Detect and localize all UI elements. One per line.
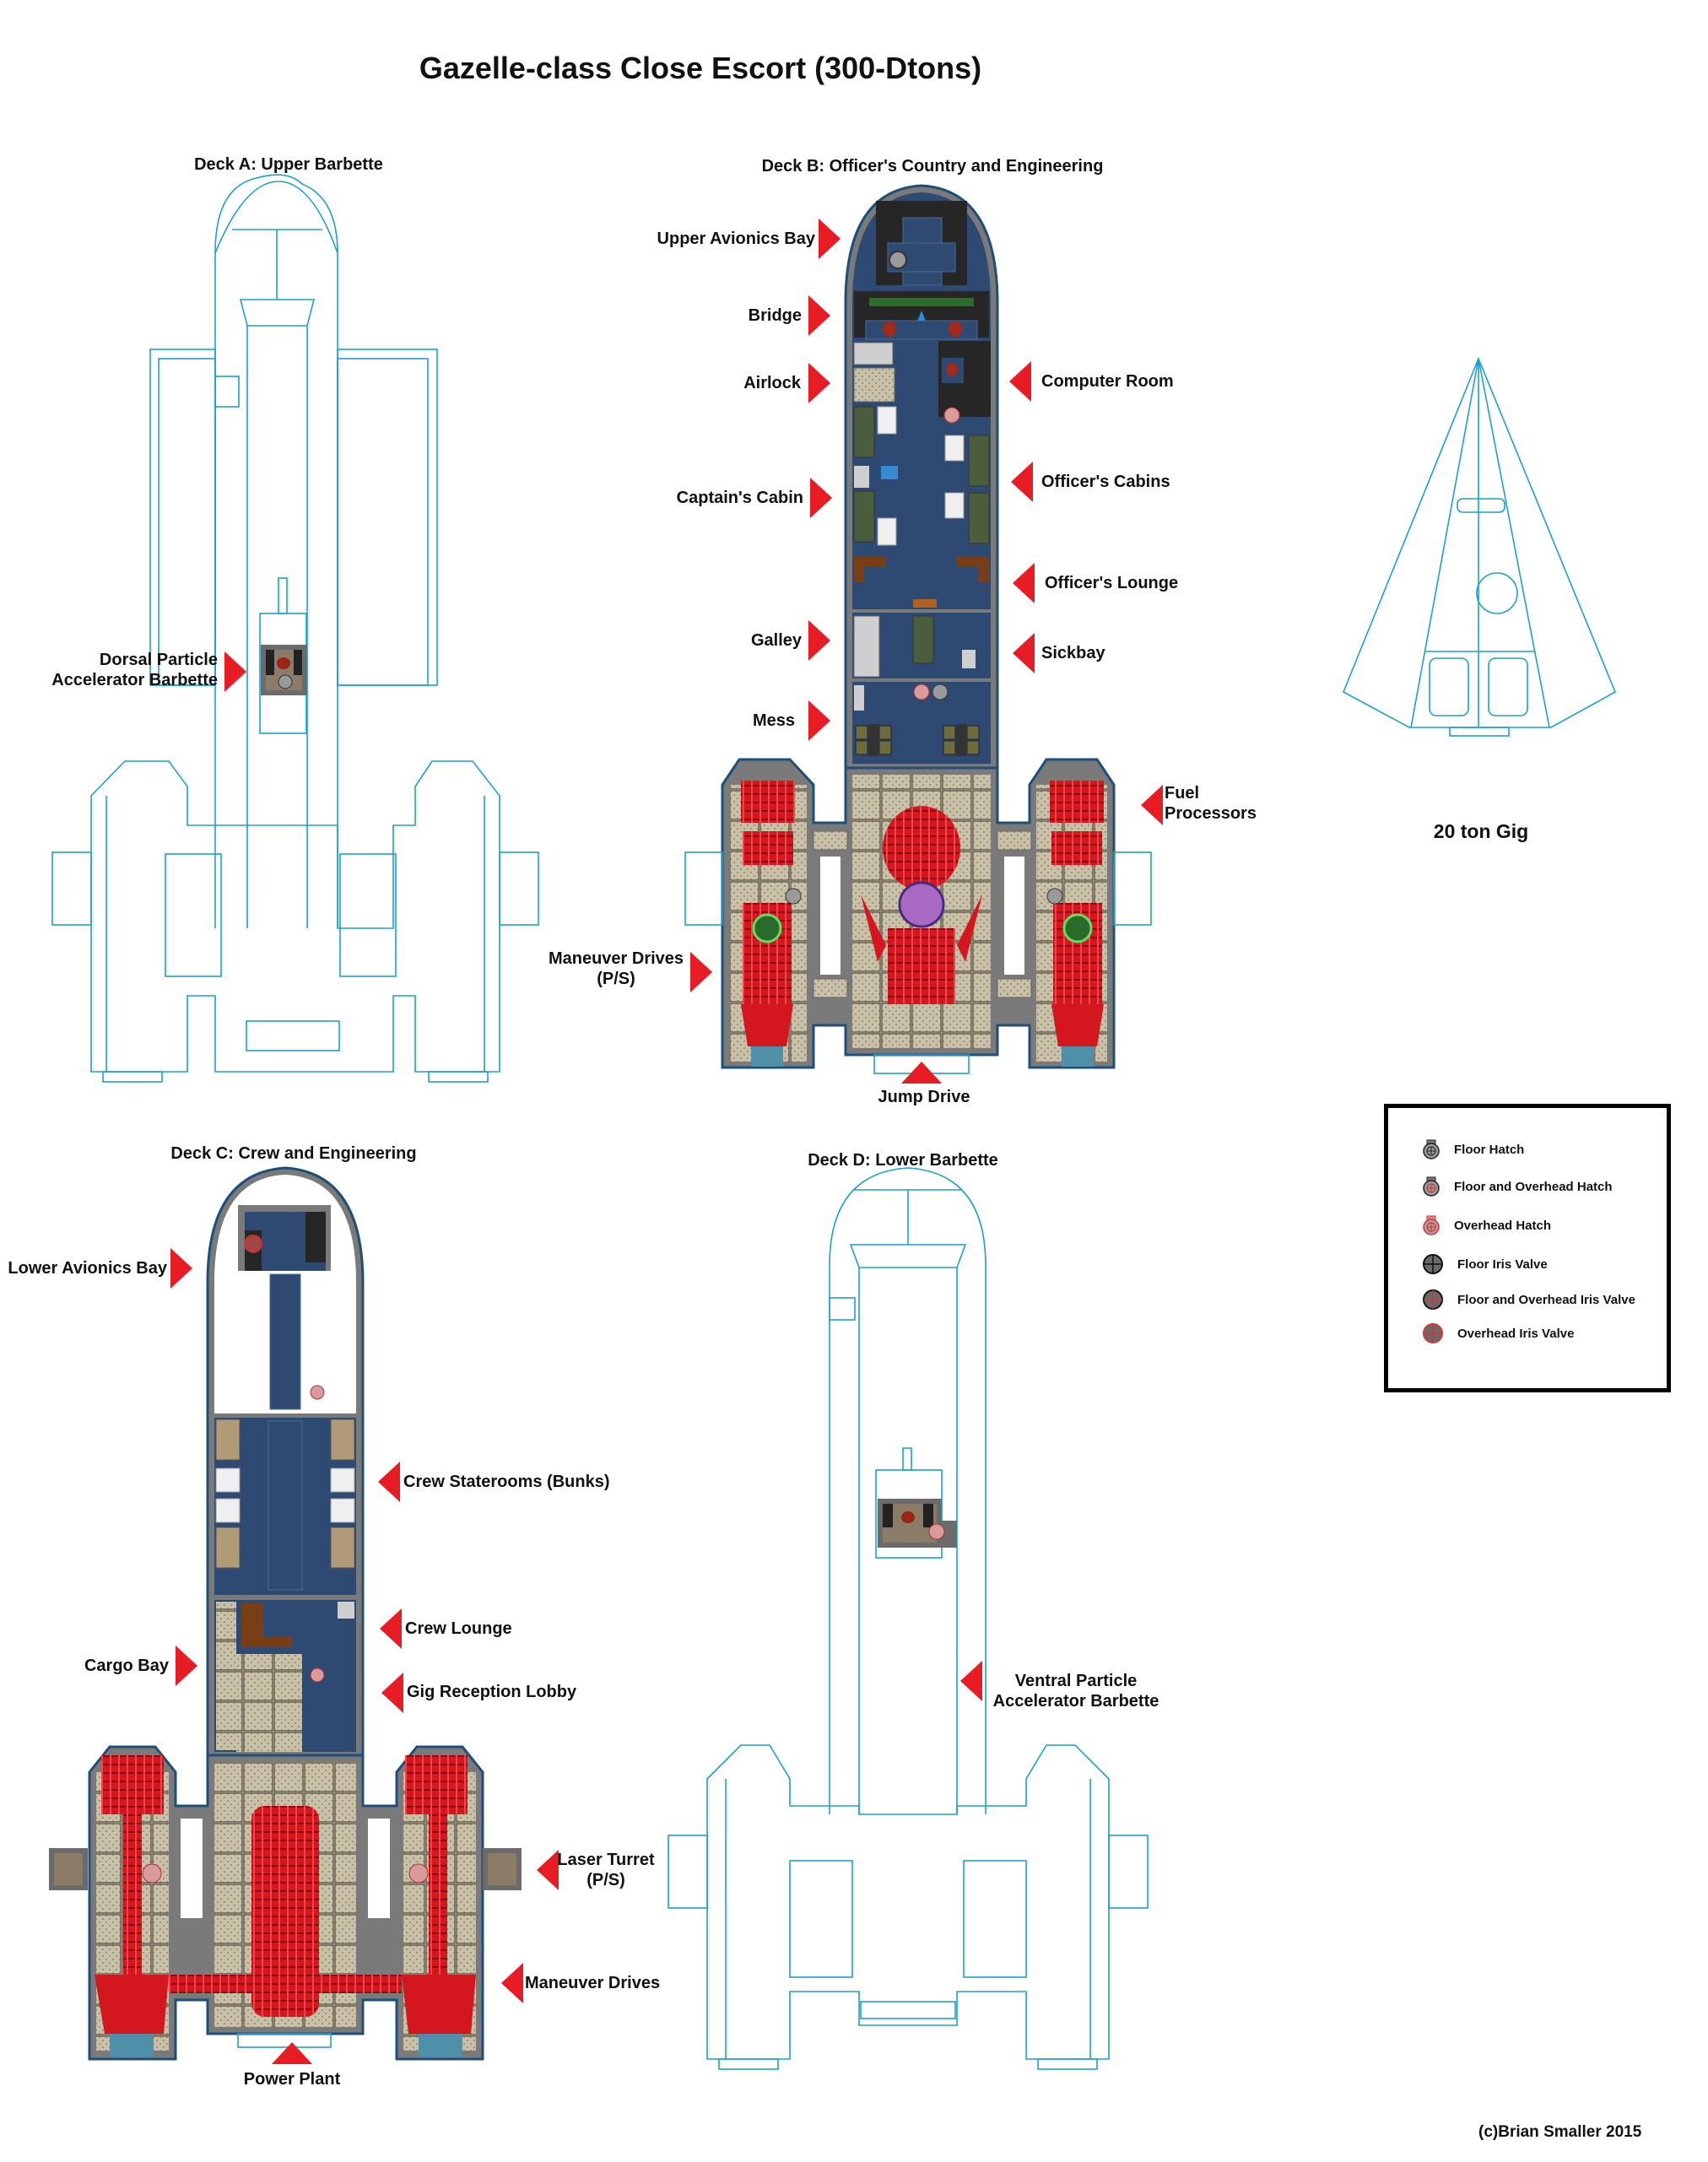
legend-label: Overhead Hatch	[1454, 1218, 1552, 1233]
ventral-barbette-room	[878, 1499, 957, 1548]
label-ventral-barbette: Ventral Particle Accelerator Barbette	[993, 1671, 1159, 1711]
legend-item-floor-iris-valve: Floor Iris Valve	[1422, 1253, 1548, 1275]
pointer-arrow-icon	[960, 1661, 982, 1701]
label-crew-staterooms: Crew Staterooms (Bunks)	[403, 1473, 610, 1491]
floor-overhead-iris-valve-icon	[1423, 1289, 1443, 1310]
label-line: Accelerator Barbette	[51, 671, 218, 689]
label-sickbay: Sickbay	[1041, 644, 1105, 662]
pointer-arrow-icon	[224, 651, 246, 692]
deck-c-title: Deck C: Crew and Engineering	[170, 1144, 417, 1163]
pointer-arrow-icon	[170, 1248, 192, 1289]
deck-d-title: Deck D: Lower Barbette	[808, 1151, 998, 1170]
label-line: Maneuver Drives	[548, 949, 684, 968]
pointer-arrow-icon	[901, 1062, 942, 1084]
label-line: (P/S)	[586, 1871, 625, 1889]
pointer-arrow-icon	[1011, 462, 1033, 502]
copyright-notice: (c)Brian Smaller 2015	[1478, 2123, 1642, 2141]
label-line: (P/S)	[597, 970, 635, 988]
pointer-arrow-icon	[380, 1608, 402, 1649]
pointer-arrow-icon	[808, 620, 830, 661]
deck-a-outline	[149, 174, 438, 928]
label-lower-avionics-bay: Lower Avionics Bay	[8, 1259, 167, 1278]
label-gig-reception-lobby: Gig Reception Lobby	[407, 1683, 577, 1701]
label-dorsal-barbette: Dorsal Particle Accelerator Barbette	[51, 650, 218, 690]
label-computer-room: Computer Room	[1041, 372, 1174, 391]
pointer-arrow-icon	[176, 1646, 197, 1686]
deck-b-title: Deck B: Officer's Country and Engineerin…	[761, 157, 1104, 176]
label-maneuver-drives: Maneuver Drives	[525, 1974, 661, 1992]
label-bridge: Bridge	[748, 306, 802, 325]
label-maneuver-drives-ps: Maneuver Drives (P/S)	[549, 949, 684, 989]
dorsal-barbette-room	[261, 645, 307, 695]
floor-overhead-hatch-icon	[1423, 1176, 1440, 1197]
label-line: Ventral Particle	[1014, 1672, 1138, 1690]
overhead-iris-valve-icon	[1423, 1323, 1443, 1343]
legend-item-overhead-hatch: Overhead Hatch	[1422, 1214, 1551, 1236]
page-title: Gazelle-class Close Escort (300-Dtons)	[419, 51, 982, 85]
label-line: Processors	[1165, 804, 1257, 823]
legend-item-overhead-iris-valve: Overhead Iris Valve	[1422, 1322, 1574, 1344]
label-jump-drive: Jump Drive	[878, 1088, 970, 1106]
deck-b-plan	[684, 184, 1152, 1074]
label-crew-lounge: Crew Lounge	[405, 1619, 512, 1638]
label-mess: Mess	[752, 711, 795, 730]
pointer-arrow-icon	[1141, 785, 1163, 825]
pointer-arrow-icon	[378, 1462, 400, 1502]
label-captains-cabin: Captain's Cabin	[676, 489, 803, 507]
pointer-arrow-icon	[272, 2042, 312, 2064]
legend-label: Floor and Overhead Iris Valve	[1457, 1292, 1635, 1307]
legend-label: Overhead Iris Valve	[1457, 1326, 1575, 1341]
pointer-arrow-icon	[810, 478, 832, 518]
pointer-arrow-icon	[808, 700, 830, 741]
label-officers-cabins: Officer's Cabins	[1041, 473, 1170, 491]
pointer-arrow-icon	[808, 295, 830, 336]
label-laser-turret-ps: Laser Turret (P/S)	[557, 1850, 654, 1890]
label-officers-lounge: Officer's Lounge	[1045, 574, 1179, 592]
label-galley: Galley	[750, 631, 802, 650]
pointer-arrow-icon	[1009, 361, 1031, 402]
legend-label: Floor Iris Valve	[1457, 1257, 1548, 1272]
legend-item-floor-hatch: Floor Hatch	[1422, 1138, 1524, 1160]
label-cargo-bay: Cargo Bay	[84, 1657, 169, 1675]
deck-a-engine-outline	[51, 760, 539, 1083]
label-airlock: Airlock	[743, 374, 801, 392]
legend-item-floor-overhead-hatch: Floor and Overhead Hatch	[1422, 1176, 1613, 1197]
pointer-arrow-icon	[1013, 563, 1035, 603]
legend-box: Floor Hatch Floor and Overhead Hatch Ove…	[1384, 1104, 1671, 1392]
pointer-arrow-icon	[501, 1963, 523, 2003]
pointer-arrow-icon	[819, 219, 840, 259]
deck-d-outline	[668, 1167, 1149, 2070]
floor-iris-valve-icon	[1423, 1254, 1443, 1274]
label-power-plant: Power Plant	[243, 2070, 341, 2089]
pointer-arrow-icon	[537, 1850, 559, 1890]
overhead-hatch-icon	[1423, 1215, 1440, 1235]
label-fuel-processors: Fuel Processors	[1165, 783, 1257, 824]
legend-label: Floor and Overhead Hatch	[1454, 1179, 1613, 1194]
floor-hatch-icon	[1423, 1139, 1440, 1159]
pointer-arrow-icon	[690, 952, 712, 992]
pointer-arrow-icon	[808, 363, 830, 403]
deck-c-plan	[49, 1166, 522, 2061]
label-line: Fuel	[1165, 784, 1200, 803]
pointer-arrow-icon	[1013, 633, 1035, 673]
label-line: Accelerator Barbette	[992, 1692, 1159, 1711]
legend-item-floor-overhead-iris-valve: Floor and Overhead Iris Valve	[1422, 1289, 1635, 1311]
label-upper-avionics-bay: Upper Avionics Bay	[657, 230, 815, 248]
deck-a-title: Deck A: Upper Barbette	[194, 155, 383, 174]
gig-label: 20 ton Gig	[1433, 820, 1529, 842]
label-line: Laser Turret	[557, 1851, 655, 1869]
gig-outline	[1342, 356, 1617, 737]
label-line: Dorsal Particle	[99, 651, 218, 669]
pointer-arrow-icon	[381, 1673, 403, 1713]
legend-label: Floor Hatch	[1454, 1142, 1525, 1157]
